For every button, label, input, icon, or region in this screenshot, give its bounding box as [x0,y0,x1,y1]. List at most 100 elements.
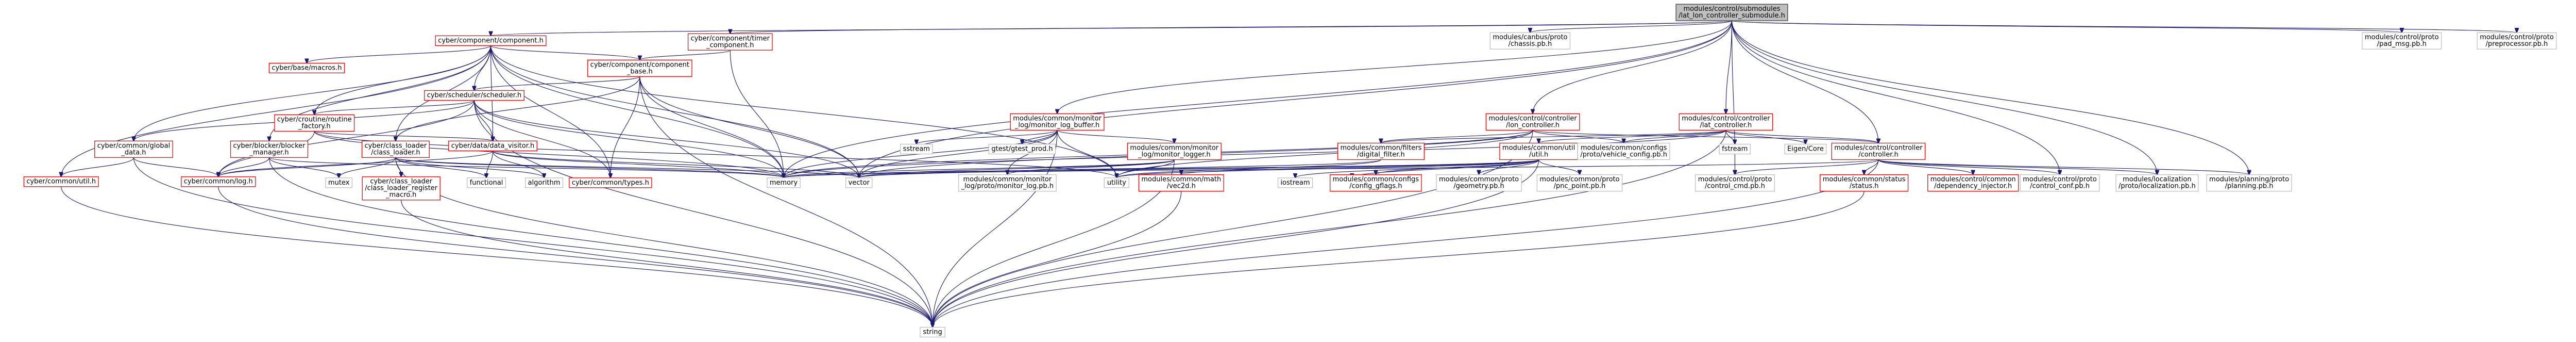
edge-lon-controller-to-string [933,130,1533,327]
node-label-line: algorithm [528,179,561,187]
node-vehicle-config-pb[interactable]: modules/common/configs/proto/vehicle_con… [1577,142,1670,160]
node-label-line: cyber/scheduler/scheduler.h [427,91,522,99]
node-sstream[interactable]: sstream [900,143,933,155]
node-class-loader[interactable]: cyber/class_loader/class_loader.h [361,140,430,158]
node-data-visitor[interactable]: cyber/data/data_visitor.h [448,140,537,152]
node-label-line: modules/common/status [1823,176,1906,184]
node-config-gflags[interactable]: modules/common/configs/config_gflags.h [1329,174,1422,192]
edge-global-data-to-log-h [133,157,218,176]
node-box [920,327,945,338]
edge-blocker-manager-to-mutex [268,157,339,177]
node-pad-msg-pb[interactable]: modules/control/proto/pad_msg.pb.h [2362,32,2442,50]
node-box [1499,142,1579,160]
node-label-line: modules/control/common [1930,176,2016,184]
node-digital-filter[interactable]: modules/common/filters/digital_filter.h [1337,142,1425,160]
edge-component-base-to-scheduler [474,76,640,90]
node-label-line: modules/common/math [1141,176,1221,184]
node-macros[interactable]: cyber/base/macros.h [268,62,345,74]
node-geometry-pb[interactable]: modules/common/proto/geometry.pb.h [1436,174,1522,192]
node-class-loader-register[interactable]: cyber/class_loader/class_loader_register… [362,176,440,201]
edge-class-loader-to-algorithm [395,157,544,177]
node-blocker-manager[interactable]: cyber/blocker/blocker_manager.h [230,140,309,158]
node-planning-pb[interactable]: modules/planning/proto/planning.pb.h [2206,174,2292,192]
node-component[interactable]: cyber/component/component.h [435,35,547,46]
edge-util-h-to-string [61,186,933,328]
node-label-line: cyber/common/global [97,142,170,150]
edge-class-loader-register-to-string [401,200,933,328]
edge-root-to-monitor-log-buffer [1057,21,1733,113]
edge-common-util-to-vector [859,159,1539,177]
node-box [1104,177,1130,188]
node-box [1831,142,1926,160]
node-box [448,140,537,152]
node-global-data[interactable]: cyber/common/global_data.h [94,140,173,158]
node-label-line: /pad_msg.pb.h [2377,40,2427,48]
edge-data-visitor-to-memory [492,150,784,177]
edge-lat-controller-to-fstream [1725,130,1735,144]
node-control-conf-pb[interactable]: modules/control/proto/control_conf.pb.h [2020,174,2100,192]
node-monitor-logger[interactable]: modules/common/monitor_log/monitor_logge… [1127,142,1222,160]
node-chassis-pb[interactable]: modules/canbus/proto/chassis.pb.h [1489,32,1571,50]
node-vec2d[interactable]: modules/common/math/vec2d.h [1138,174,1224,192]
edge-digital-filter-to-utility [1116,159,1381,177]
node-lon-controller[interactable]: modules/control/controller/lon_controlle… [1485,113,1580,131]
node-box [1536,174,1623,192]
node-label-line: modules/common/proto [1439,176,1519,184]
node-lat-controller[interactable]: modules/control/controller/lat_controlle… [1679,113,1773,131]
edge-class-loader-to-memory [395,157,784,177]
node-dependency-injector[interactable]: modules/control/common/dependency_inject… [1927,174,2019,192]
node-iostream[interactable]: iostream [1277,177,1313,188]
node-log-h[interactable]: cyber/common/log.h [181,176,256,187]
node-eigen-core[interactable]: Eigen/Core [1784,143,1827,155]
node-box [424,90,524,101]
node-monitor-log-buffer[interactable]: modules/common/monitor_log/monitor_log_b… [1010,113,1105,131]
edge-routine-factory-to-utility [314,131,1116,177]
node-memory[interactable]: memory [767,177,801,188]
node-label-line: modules/localization [2123,176,2191,184]
node-box [1675,4,1788,21]
node-controller-h[interactable]: modules/control/controller/controller.h [1831,142,1926,160]
node-monitor-log-pb[interactable]: modules/common/monitor_log/proto/monitor… [958,174,1057,192]
edge-component-to-types-h [490,45,611,177]
edge-root-to-memory [784,21,1733,178]
node-label-line: functional [470,179,503,187]
node-component-base[interactable]: cyber/component/component_base.h [587,59,692,77]
node-label-line: /config_gflags.h [1349,183,1402,190]
node-label-line: /lon_controller.h [1506,121,1560,129]
node-util-h[interactable]: cyber/common/util.h [23,176,99,187]
node-string[interactable]: string [920,327,945,338]
node-label-line: cyber/component/timer [691,35,770,42]
node-utility[interactable]: utility [1104,177,1130,188]
node-vector[interactable]: vector [845,177,873,188]
edge-common-util-to-string [933,159,1539,327]
edge-blocker-manager-to-log-h [218,157,270,176]
node-types-h[interactable]: cyber/common/types.h [569,177,652,188]
node-functional[interactable]: functional [467,177,506,188]
node-root[interactable]: modules/control/submodules/lat_lon_contr… [1675,4,1788,21]
node-label-line: _base.h [626,68,653,75]
node-label-line: modules/control/controller [1682,115,1770,122]
node-box [1719,143,1751,155]
node-mutex[interactable]: mutex [325,177,353,188]
node-box [361,140,430,158]
node-box [767,177,801,188]
node-control-cmd-pb[interactable]: modules/control/proto/control_cmd.pb.h [1695,174,1775,192]
node-gtest-prod[interactable]: gtest/gtest_prod.h [988,143,1056,155]
node-scheduler[interactable]: cyber/scheduler/scheduler.h [424,90,524,101]
node-label-line: /dependency_injector.h [1934,183,2012,190]
node-pnc-point-pb[interactable]: modules/common/proto/pnc_point.pb.h [1536,174,1623,192]
node-localization-pb[interactable]: modules/localization/proto/localization.… [2115,174,2199,192]
node-box [268,62,345,74]
node-timer-component[interactable]: cyber/component/timer_component.h [687,33,773,51]
node-box [467,177,506,188]
node-label-line: /status.h [1850,183,1879,190]
edge-component-to-global-data [133,45,492,141]
node-preprocessor-pb[interactable]: modules/control/proto/preprocessor.pb.h [2477,32,2557,50]
node-common-util[interactable]: modules/common/util/util.h [1499,142,1579,160]
node-algorithm[interactable]: algorithm [525,177,564,188]
node-label-line: /proto/localization.pb.h [2119,183,2196,190]
node-fstream[interactable]: fstream [1719,143,1751,155]
node-status-h[interactable]: modules/common/status/status.h [1820,174,1909,192]
node-label-line: /class_loader_register [365,185,438,192]
node-routine-factory[interactable]: cyber/croutine/routine_factory.h [274,114,355,132]
